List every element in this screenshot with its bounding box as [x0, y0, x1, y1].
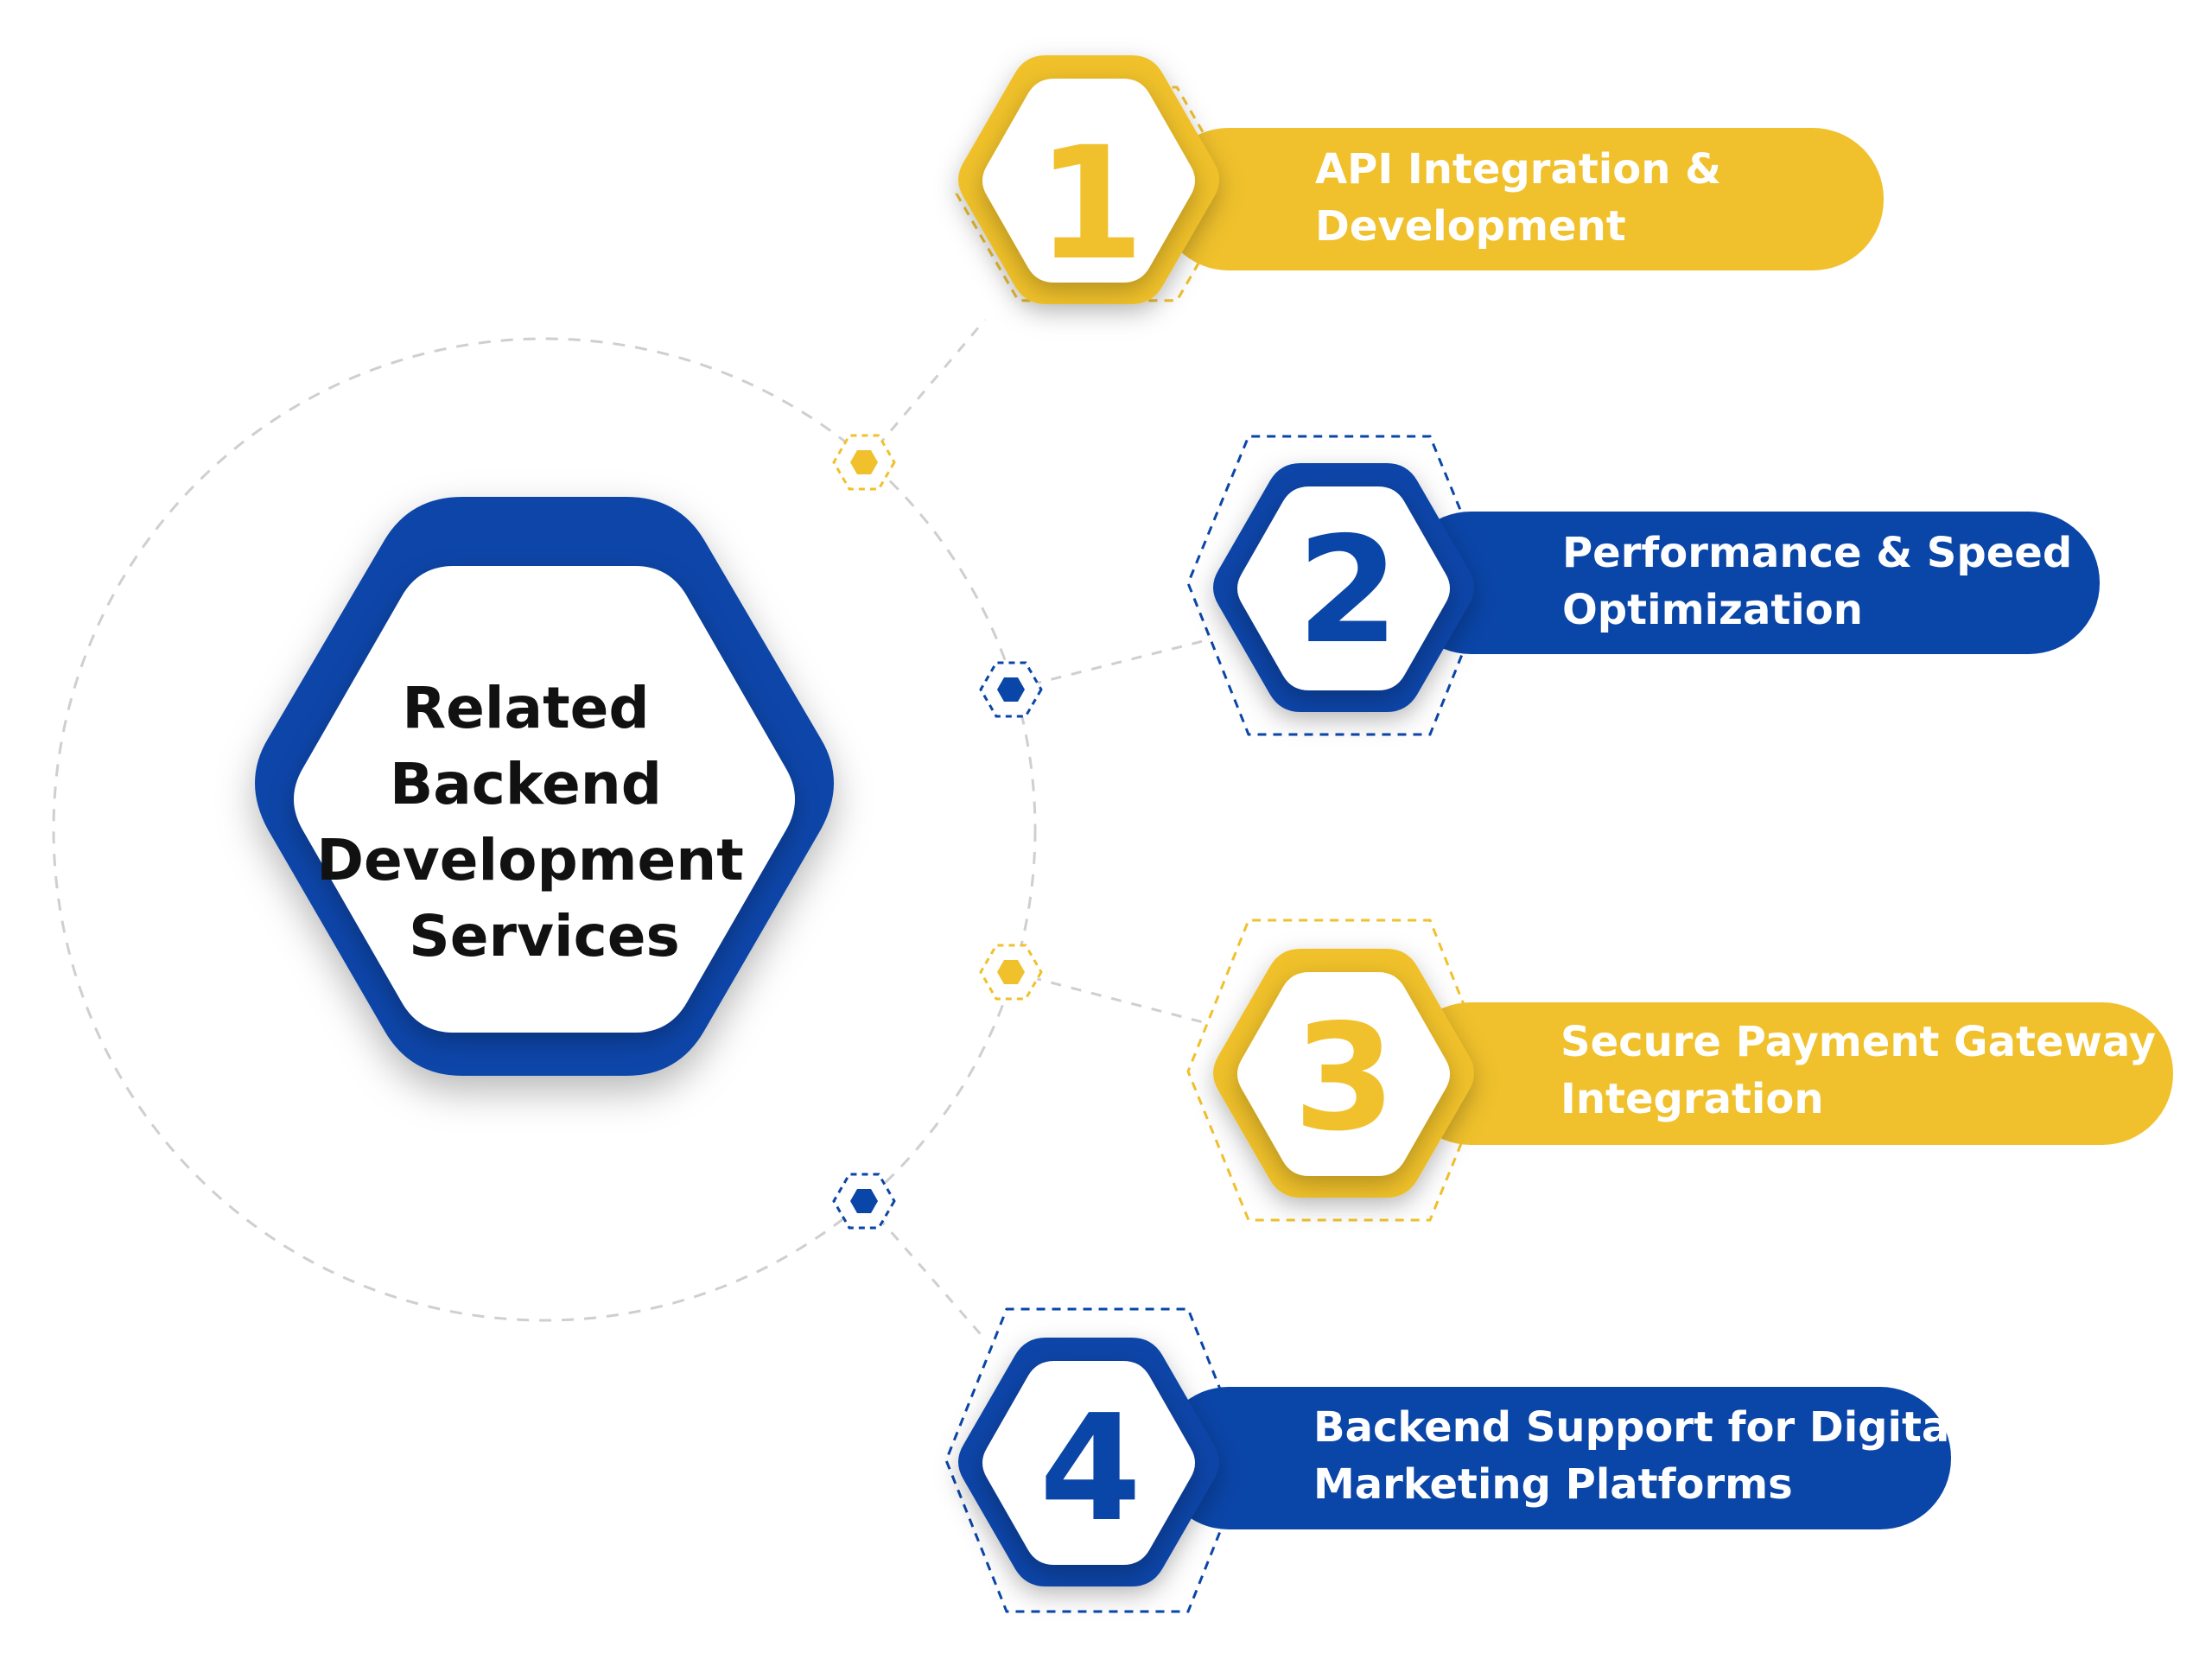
step-3-label-line-1: Secure Payment Gateway: [1560, 1018, 2156, 1066]
step-4-banner: [1158, 1387, 1951, 1529]
step-1-label-line-1: API Integration &: [1315, 145, 1721, 194]
step-1-dashed-ring: [955, 86, 1241, 302]
step-3-dashed-ring: [1186, 919, 1492, 1222]
step-3-number: 3: [1294, 993, 1395, 1164]
svg-text:Related Backend De: Related Backend Development Services: [316, 675, 764, 970]
step-4-label-line-1: Backend Support for Digital: [1313, 1403, 1964, 1452]
center-line-4: Services: [409, 903, 680, 970]
step-1-label-line-2: Development: [1315, 202, 1626, 251]
step-3-label-line-2: Integration: [1560, 1075, 1824, 1123]
step-3: 3 Secure Payment Gateway Integration: [1186, 919, 2173, 1222]
step-1-banner: [1158, 128, 1884, 270]
svg-text:Secure Payment Gateway I: Secure Payment Gateway Integration: [1560, 1018, 2171, 1123]
center-line-2: Backend: [390, 751, 662, 817]
step-1-hex-inner: [982, 79, 1195, 283]
step-2-hex-inner: [1237, 486, 1450, 690]
step-2-dashed-ring: [1186, 435, 1492, 736]
connector-4: [862, 1200, 987, 1340]
step-4-dashed-ring: [944, 1307, 1250, 1613]
node-1: [832, 434, 896, 491]
step-2-label-line-1: Performance & Speed: [1562, 529, 2072, 577]
svg-text:API Integration & Develo: API Integration & Development: [1315, 145, 1736, 251]
step-4-hex-inner: [982, 1361, 1195, 1565]
step-1-number: 1: [1036, 114, 1144, 295]
node-4: [832, 1173, 896, 1230]
center-line-3: Development: [316, 827, 744, 893]
node-2: [979, 661, 1043, 718]
connector-2: [1010, 638, 1211, 691]
step-4-label-line-2: Marketing Platforms: [1313, 1460, 1793, 1509]
node-3: [979, 944, 1043, 1001]
step-3-hex-inner: [1237, 972, 1450, 1176]
step-4: 4 Backend Support for Digital Marketing …: [944, 1307, 1978, 1613]
step-2: 2 Performance & Speed Optimization: [1186, 435, 2100, 736]
step-1: 1 API Integration & Development: [955, 55, 1884, 304]
step-2-number: 2: [1297, 505, 1399, 677]
connector-lines: [862, 319, 1211, 1340]
step-3-banner: [1400, 1002, 2173, 1145]
svg-text:Performance & Speed Opti: Performance & Speed Optimization: [1562, 529, 2087, 634]
center-line-1: Related: [402, 675, 649, 741]
orbit-circle: [52, 337, 1037, 1322]
svg-text:Backend Support for Digital: Backend Support for Digital Marketing Pl…: [1313, 1403, 1978, 1509]
step-2-banner: [1400, 512, 2100, 654]
step-4-number: 4: [1039, 1383, 1141, 1554]
step-2-label-line-2: Optimization: [1562, 586, 1863, 634]
connector-3: [1010, 970, 1211, 1026]
center-hexagon: Related Backend Development Services: [255, 497, 834, 1076]
